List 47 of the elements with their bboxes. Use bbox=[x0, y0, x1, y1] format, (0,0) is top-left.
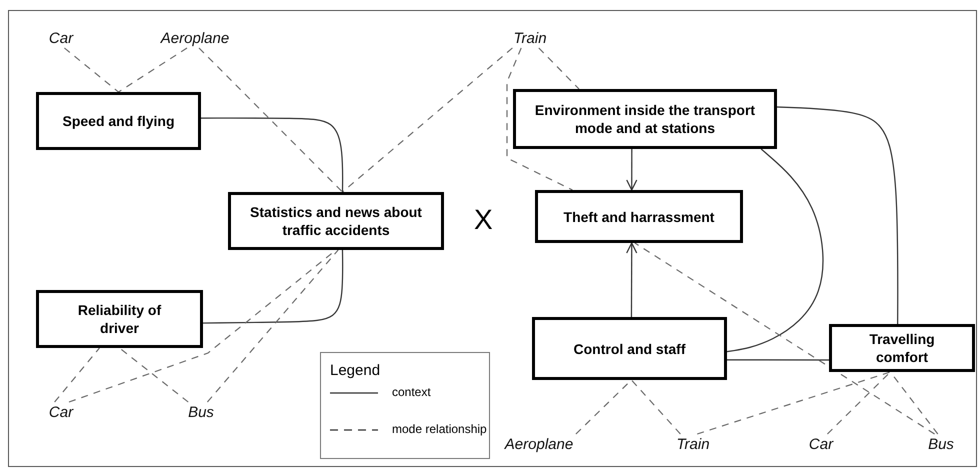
mode-relationship-line bbox=[506, 48, 573, 190]
mode-label: Aeroplane bbox=[498, 434, 580, 454]
factor-box bbox=[36, 290, 203, 348]
factor-box bbox=[36, 92, 201, 150]
mode-label: Aeroplane bbox=[155, 28, 235, 48]
box-label: Statistics and news about traffic accidents bbox=[249, 203, 423, 239]
mode-label: Train bbox=[672, 434, 714, 454]
legend-label: mode relationship bbox=[392, 422, 487, 436]
mode-relationship-line bbox=[119, 348, 189, 402]
context-line bbox=[201, 117, 344, 192]
mode-relationship-line bbox=[697, 371, 890, 435]
mode-label: Car bbox=[45, 402, 77, 422]
factor-box bbox=[532, 317, 727, 380]
box-label: Theft and harrassment bbox=[564, 208, 714, 226]
context-line bbox=[776, 106, 898, 324]
mode-relationship-line bbox=[118, 48, 188, 92]
legend-label: context bbox=[392, 385, 431, 399]
mode-label: Car bbox=[805, 434, 837, 454]
mode-relationship-line bbox=[54, 348, 100, 402]
mode-relationship-line bbox=[827, 372, 891, 434]
box-label: Travelling comfort bbox=[868, 330, 936, 366]
factor-box bbox=[228, 192, 444, 250]
mode-relationship-line bbox=[342, 48, 513, 192]
factor-box bbox=[535, 190, 743, 243]
context-line bbox=[726, 148, 824, 352]
box-label: Speed and flying bbox=[62, 112, 174, 130]
mode-relationship-line bbox=[198, 48, 343, 192]
arrow bbox=[626, 149, 638, 191]
mode-label: Car bbox=[44, 28, 78, 48]
factor-box bbox=[513, 89, 777, 149]
mode-relationship-line bbox=[631, 380, 681, 434]
mode-relationship-line bbox=[64, 48, 119, 92]
legend-title: Legend bbox=[330, 362, 380, 379]
mode-relationship-line bbox=[206, 250, 339, 402]
mode-relationship-line bbox=[538, 48, 580, 90]
mode-label: Train bbox=[508, 28, 552, 48]
mode-relationship-line bbox=[634, 242, 935, 434]
box-label: Environment inside the transport mode and at stations bbox=[534, 101, 756, 137]
box-label: Control and staff bbox=[574, 340, 686, 358]
factor-box bbox=[829, 324, 975, 372]
context-line bbox=[203, 250, 344, 324]
mode-label: Bus bbox=[925, 434, 957, 454]
box-label: Reliability of driver bbox=[76, 301, 162, 337]
versus-mark: X bbox=[474, 204, 493, 236]
arrow bbox=[626, 242, 638, 317]
mode-label: Bus bbox=[185, 402, 217, 422]
context-line bbox=[727, 359, 829, 361]
